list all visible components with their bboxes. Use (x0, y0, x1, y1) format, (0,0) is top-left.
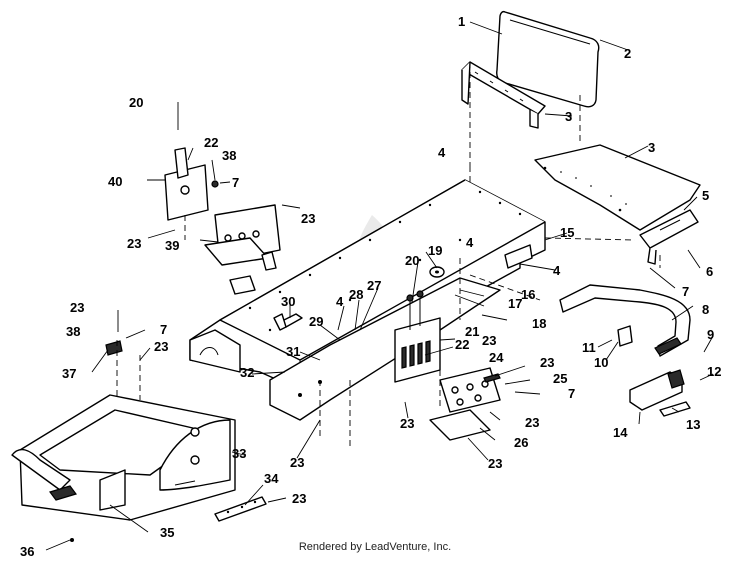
callout-28: 28 (349, 287, 363, 302)
callout-numbers: 1 2 3 3 4 4 4 4 5 6 7 7 7 7 7 8 9 10 11 … (20, 14, 721, 559)
callout-25: 25 (553, 371, 567, 386)
callout-7: 7 (232, 175, 239, 190)
callout-32: 32 (240, 365, 254, 380)
callout-26: 26 (514, 435, 528, 450)
footer-credit: Rendered by LeadVenture, Inc. (298, 541, 452, 553)
callout-4: 4 (438, 145, 446, 160)
callout-10: 10 (594, 355, 608, 370)
callout-23: 23 (540, 355, 554, 370)
callout-23: 23 (292, 491, 306, 506)
callout-23: 23 (154, 339, 168, 354)
callout-23: 23 (70, 300, 84, 315)
callout-31: 31 (286, 344, 300, 359)
part-26-bracket (429, 367, 501, 441)
callout-18: 18 (532, 316, 546, 331)
part-37-clip (105, 340, 123, 356)
callout-9: 9 (707, 327, 714, 342)
callout-38: 38 (66, 324, 80, 339)
callout-13: 13 (686, 417, 700, 432)
callout-39: 39 (165, 238, 179, 253)
callout-3: 3 (565, 109, 572, 124)
callout-4: 4 (466, 235, 474, 250)
part-14-grip (629, 369, 691, 417)
callout-4: 4 (553, 263, 561, 278)
callout-17: 17 (508, 296, 522, 311)
callout-7: 7 (682, 284, 689, 299)
part-10-plate (617, 325, 633, 347)
callout-27: 27 (367, 278, 381, 293)
callout-30: 30 (281, 294, 295, 309)
callout-6: 6 (706, 264, 713, 279)
callout-19: 19 (428, 243, 442, 258)
callout-37: 37 (62, 366, 76, 381)
part-15-plate (504, 244, 533, 269)
part-3-seat-bracket (461, 61, 546, 129)
callout-7: 7 (568, 386, 575, 401)
callout-38: 38 (222, 148, 236, 163)
callout-22: 22 (455, 337, 469, 352)
callout-23: 23 (488, 456, 502, 471)
part-34-strap (214, 496, 267, 522)
callout-11: 11 (582, 340, 596, 355)
callout-3: 3 (648, 140, 655, 155)
callout-23: 23 (127, 236, 141, 251)
callout-20: 20 (405, 253, 419, 268)
callout-14: 14 (613, 425, 628, 440)
part-33-foot-tray (11, 394, 236, 542)
part-8-handle (559, 284, 691, 357)
callout-40: 40 (108, 174, 122, 189)
callout-4: 4 (336, 294, 344, 309)
callout-16: 16 (521, 287, 535, 302)
callout-33: 33 (232, 446, 246, 461)
callout-23: 23 (290, 455, 304, 470)
callout-15: 15 (560, 225, 574, 240)
callout-21: 21 (465, 324, 479, 339)
callout-23: 23 (301, 211, 315, 226)
leader-lines (45, 21, 714, 551)
part-1-panel (496, 10, 600, 108)
callout-20: 20 (129, 95, 143, 110)
callout-2: 2 (624, 46, 631, 61)
part-40-bracket (164, 147, 219, 221)
callout-7: 7 (160, 322, 167, 337)
part-3-rear-plate (534, 144, 701, 231)
callout-23: 23 (482, 333, 496, 348)
callout-1: 1 (458, 14, 465, 29)
callout-36: 36 (20, 544, 34, 559)
callout-34: 34 (264, 471, 279, 486)
callout-23: 23 (525, 415, 539, 430)
callout-23: 23 (400, 416, 414, 431)
part-39-bracket (204, 204, 281, 295)
callout-22: 22 (204, 135, 218, 150)
callout-12: 12 (707, 364, 721, 379)
callout-8: 8 (702, 302, 709, 317)
part-21-panel (394, 290, 441, 383)
callout-29: 29 (309, 314, 323, 329)
callout-35: 35 (160, 525, 174, 540)
part-19-washer (429, 266, 445, 278)
part-5-bracket (639, 209, 699, 265)
callout-5: 5 (702, 188, 709, 203)
main-frame (189, 179, 546, 421)
callout-24: 24 (489, 350, 504, 365)
